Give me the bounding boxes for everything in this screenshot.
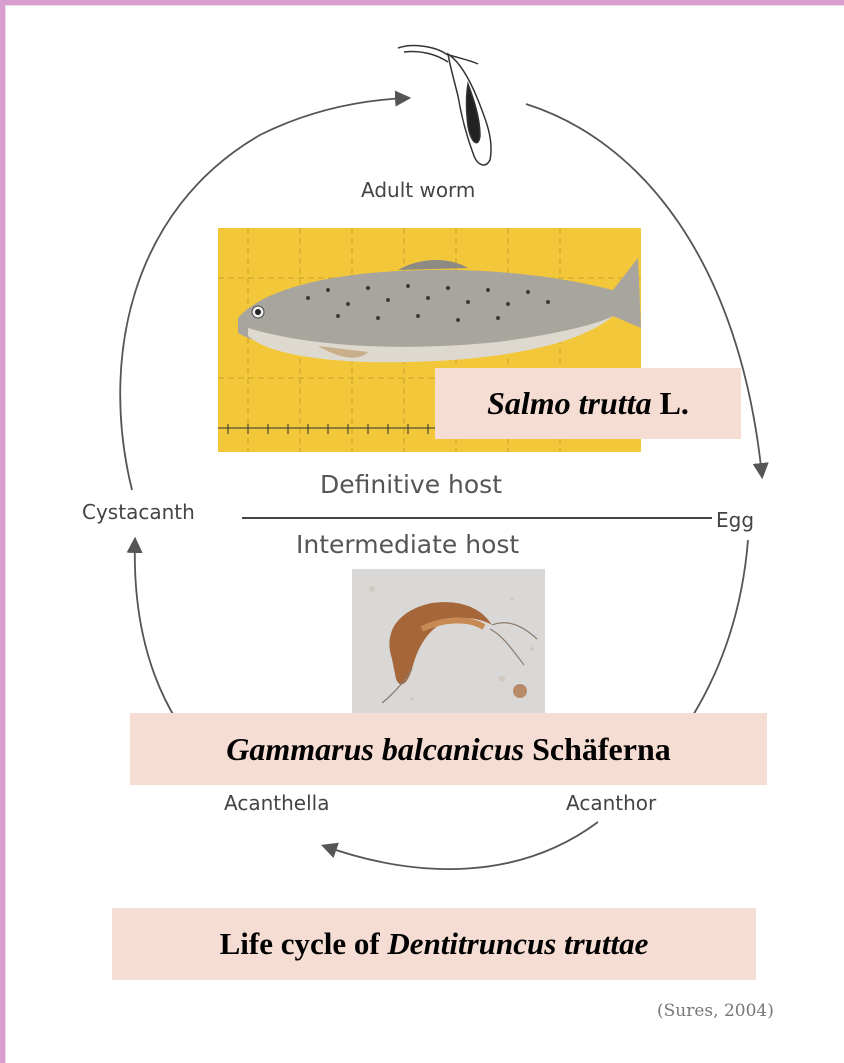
- intermediate-host-label: Intermediate host: [296, 530, 519, 559]
- diagram-title: Life cycle of Dentitruncus truttae: [112, 908, 756, 980]
- adult-worm-illustration: [398, 46, 491, 165]
- stage-label-cystacanth: Cystacanth: [82, 500, 195, 524]
- gammarus-caption-author: Schäferna: [524, 731, 671, 768]
- citation: (Sures, 2004): [657, 1001, 774, 1021]
- salmo-trutta-caption: Salmo trutta L.: [435, 368, 741, 439]
- salmo-caption-author: L.: [652, 385, 689, 422]
- gammarus-balcanicus-caption: Gammarus balcanicus Schäferna: [130, 713, 767, 785]
- title-species: Dentitruncus truttae: [387, 926, 648, 962]
- gammarus-caption-species: Gammarus balcanicus: [226, 731, 524, 768]
- stage-label-acanthor: Acanthor: [566, 791, 656, 815]
- stage-label-egg: Egg: [716, 508, 754, 532]
- stage-label-adult-worm: Adult worm: [361, 178, 475, 202]
- gammarus-balcanicus-photo: [352, 569, 545, 718]
- salmo-caption-species: Salmo trutta: [487, 385, 652, 422]
- title-prefix: Life cycle of: [220, 926, 388, 962]
- arrow-acanthor-to-acanthella: [324, 822, 598, 869]
- stage-label-acanthella: Acanthella: [224, 791, 329, 815]
- definitive-host-label: Definitive host: [320, 470, 502, 499]
